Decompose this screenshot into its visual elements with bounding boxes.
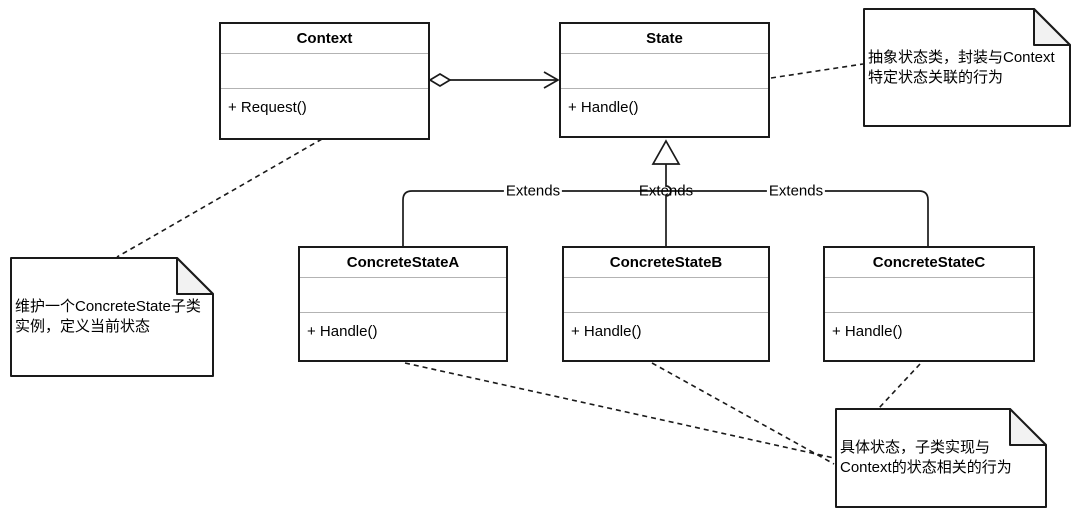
note-link-line-a — [404, 362, 835, 459]
class-title: State — [561, 24, 768, 54]
open-arrowhead — [543, 71, 560, 89]
edge-note-link-state[interactable] — [770, 63, 864, 79]
note-state-description[interactable]: 抽象状态类，封装与Context 特定状态关联的行为 — [863, 8, 1071, 127]
note-concrete-states-description[interactable]: 具体状态，子类实现与 Context的状态相关的行为 — [835, 408, 1047, 508]
note-shape-icon — [835, 408, 1047, 508]
aggregation-diamond — [428, 73, 452, 87]
note-line: 具体状态，子类实现与 — [840, 439, 991, 456]
class-fields-empty — [221, 54, 428, 89]
note-link-line-c — [878, 363, 921, 409]
note-context-description[interactable]: 维护一个ConcreteState子类 实例，定义当前状态 — [10, 257, 214, 377]
extends-label-middle: Extends — [638, 182, 694, 200]
edge-aggregation-context-state[interactable] — [428, 71, 560, 89]
class-concrete-state-a[interactable]: ConcreteStateA + Handle() — [298, 246, 508, 362]
class-method: + Handle() — [571, 323, 642, 340]
note-line: Context的状态相关的行为 — [840, 459, 1012, 476]
note-link-line — [770, 63, 864, 79]
note-line: 维护一个ConcreteState子类 — [15, 298, 201, 315]
class-fields-empty — [561, 54, 768, 89]
note-link-line — [116, 138, 323, 258]
note-link-line-b — [651, 362, 835, 465]
inheritance-triangle — [651, 139, 681, 165]
class-fields-empty — [825, 278, 1033, 313]
edge-inheritance-bus[interactable] — [402, 139, 929, 246]
extends-label-left: Extends — [503, 182, 563, 200]
note-text: 抽象状态类，封装与Context 特定状态关联的行为 — [868, 48, 1068, 88]
note-line: 特定状态关联的行为 — [868, 68, 1004, 86]
class-title: Context — [221, 24, 428, 54]
inheritance-bus-line — [402, 190, 929, 246]
note-shape-icon — [863, 8, 1071, 127]
class-method: + Handle() — [568, 99, 639, 116]
class-title: ConcreteStateC — [825, 248, 1033, 278]
class-state[interactable]: State + Handle() — [559, 22, 770, 138]
class-fields-empty — [300, 278, 506, 313]
edge-note-link-context[interactable] — [116, 138, 323, 258]
class-title: ConcreteStateB — [564, 248, 768, 278]
inheritance-middle-line — [665, 164, 672, 246]
class-concrete-state-b[interactable]: ConcreteStateB + Handle() — [562, 246, 770, 362]
note-shape-icon — [10, 257, 214, 377]
class-method: + Handle() — [832, 323, 903, 340]
note-line: 抽象状态类，封装与Context — [868, 48, 1055, 66]
class-title: ConcreteStateA — [300, 248, 506, 278]
class-method: + Request() — [228, 99, 307, 116]
note-line: 实例，定义当前状态 — [15, 318, 151, 335]
edge-note-link-concrete-states[interactable] — [404, 362, 921, 465]
class-context[interactable]: Context + Request() — [219, 22, 430, 140]
class-fields-empty — [564, 278, 768, 313]
class-concrete-state-c[interactable]: ConcreteStateC + Handle() — [823, 246, 1035, 362]
note-text: 维护一个ConcreteState子类 实例，定义当前状态 — [15, 297, 211, 337]
extends-label-right: Extends — [766, 182, 826, 200]
note-text: 具体状态，子类实现与 Context的状态相关的行为 — [840, 438, 1044, 478]
class-method: + Handle() — [307, 323, 378, 340]
